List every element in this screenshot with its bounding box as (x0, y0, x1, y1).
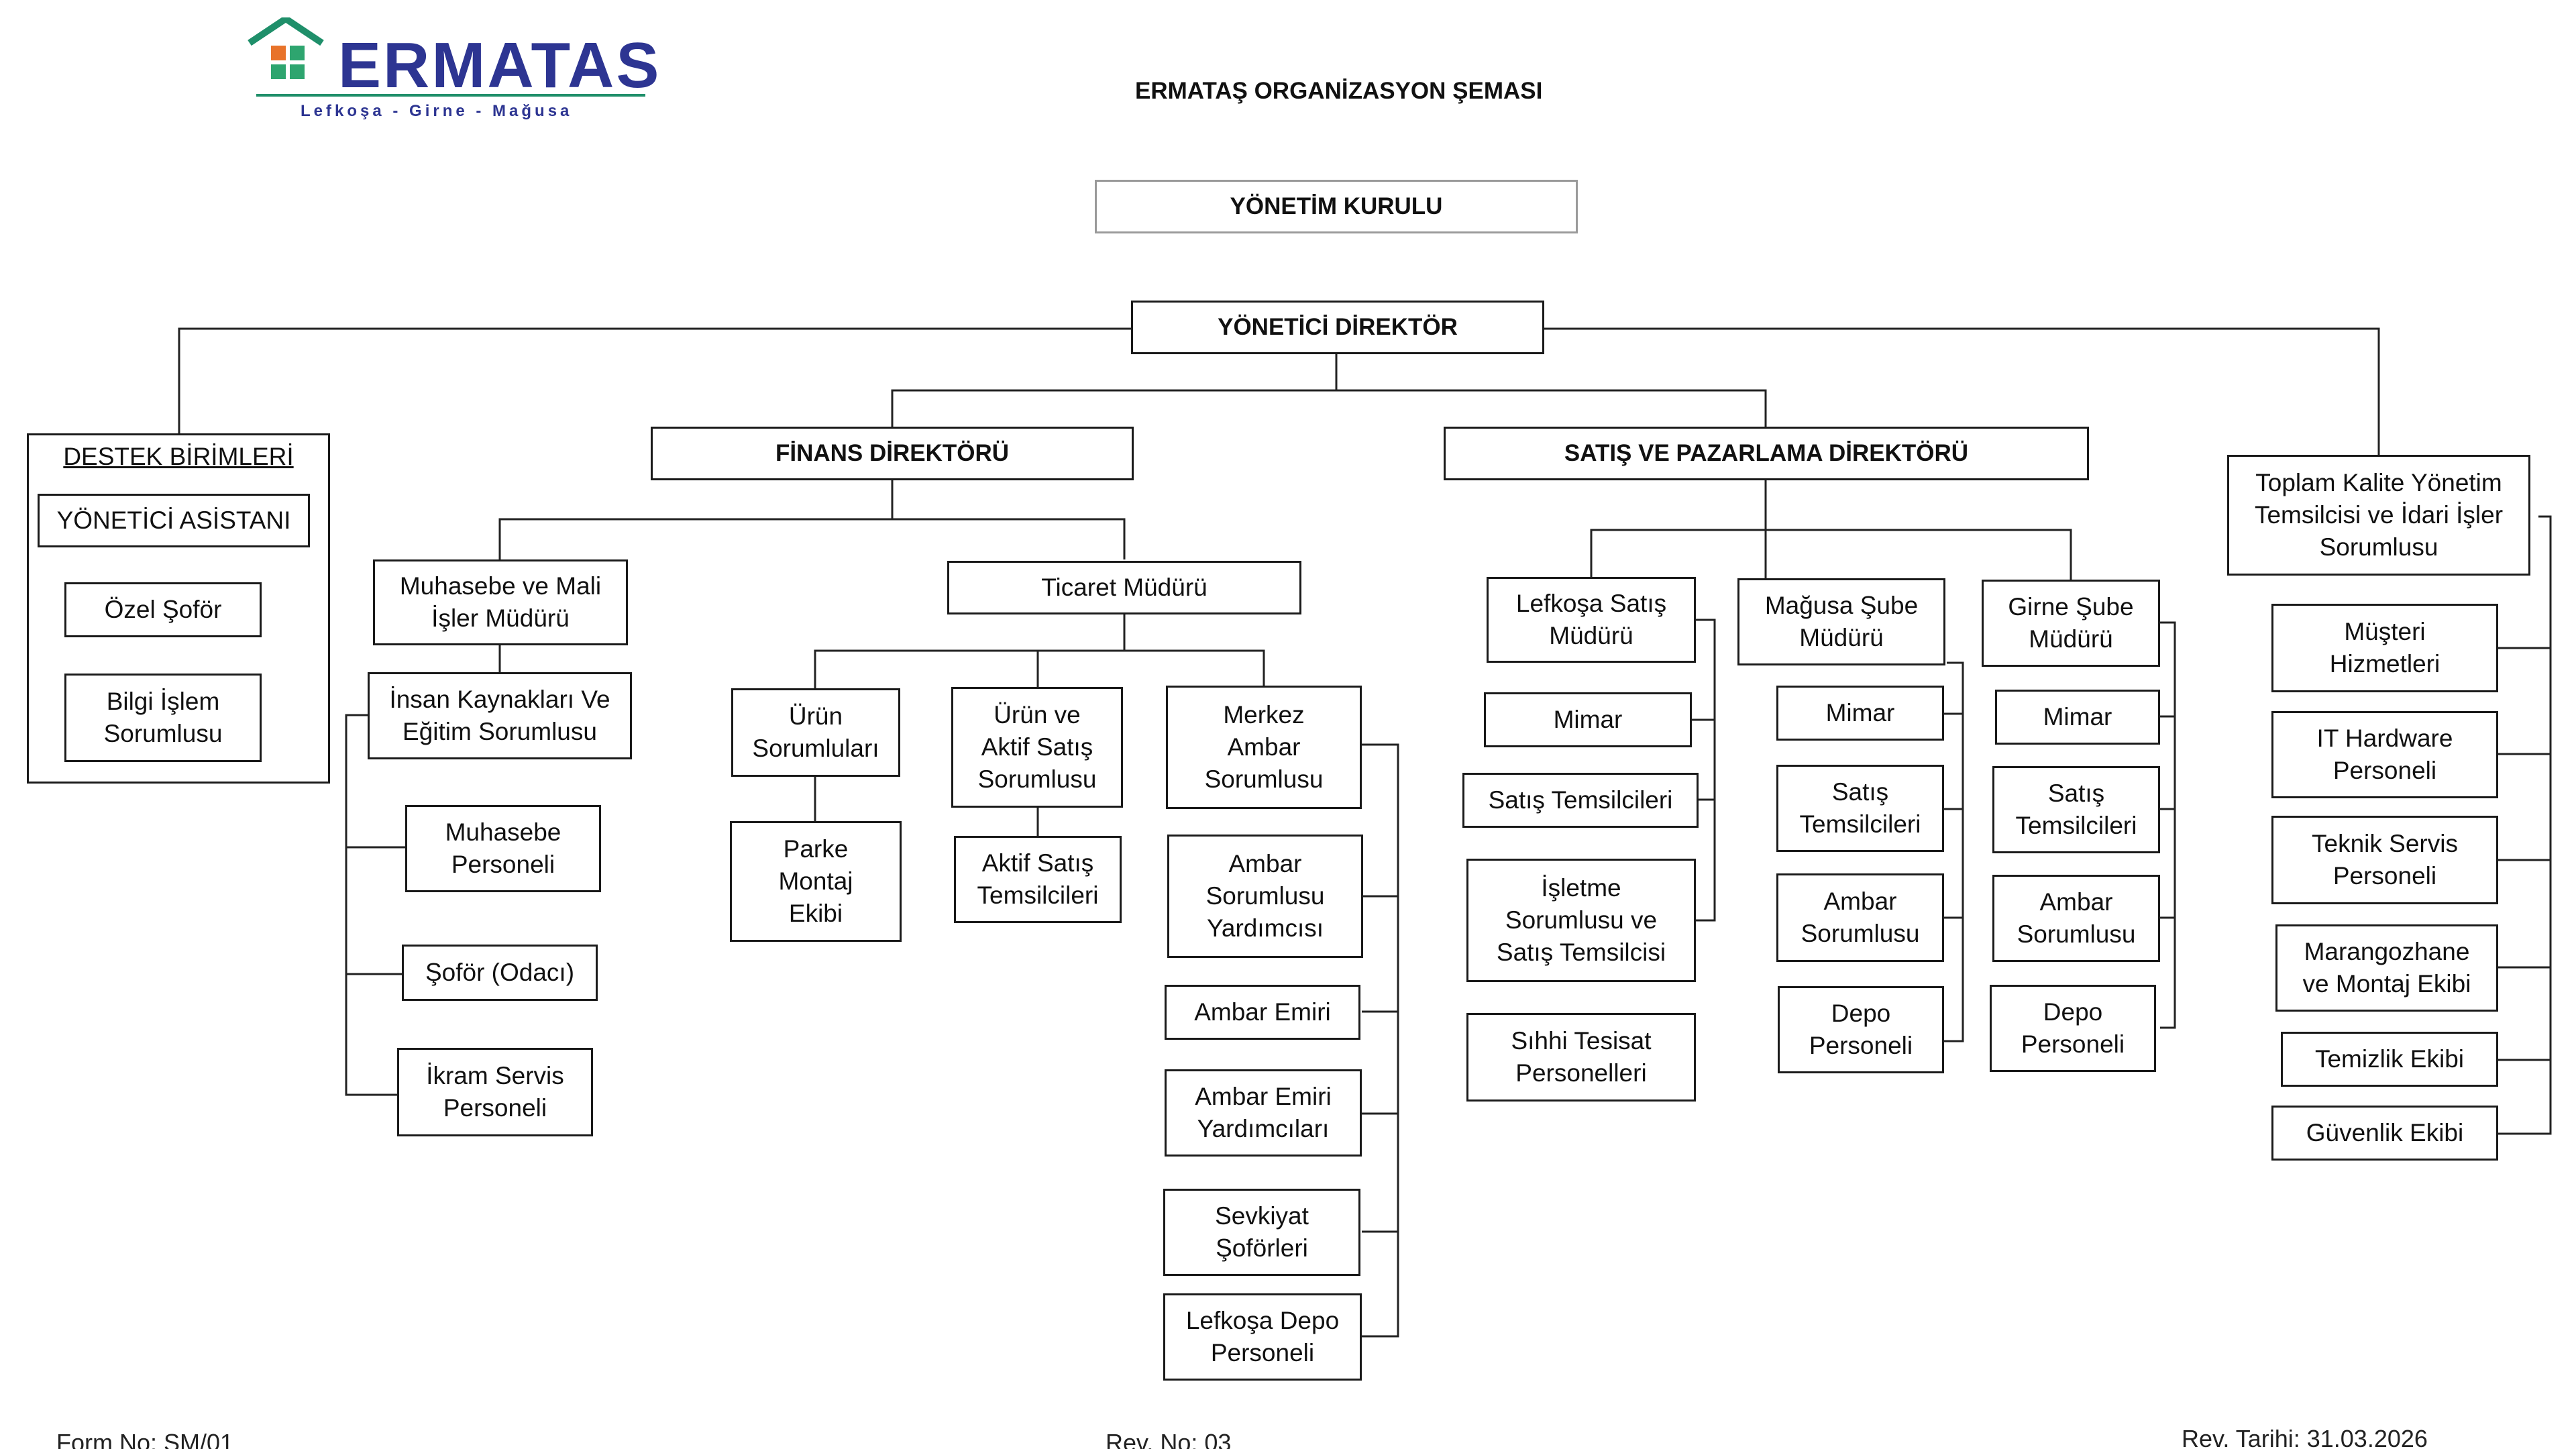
magusa-branch-manager-box: Mağusa Şube Müdürü (1737, 578, 1945, 665)
magusa-depot-staff-box: Depo Personeli (1778, 986, 1944, 1073)
private-driver-box: Özel Şoför (64, 582, 262, 637)
support-units-frame (27, 433, 330, 784)
board-of-directors-box: YÖNETİM KURULU (1095, 180, 1578, 233)
product-responsibles-box: Ürün Sorumluları (731, 688, 900, 777)
central-warehouse-box: Merkez Ambar Sorumlusu (1166, 686, 1362, 809)
managing-director-box: YÖNETİCİ DİREKTÖR (1131, 301, 1544, 354)
hr-training-box: İnsan Kaynakları Ve Eğitim Sorumlusu (368, 672, 632, 759)
finance-director-box: FİNANS DİREKTÖRÜ (651, 427, 1134, 480)
lefkosa-sales-manager-box: Lefkoşa Satış Müdürü (1487, 577, 1696, 663)
warehouse-clerk-assistants-box: Ambar Emiri Yardımcıları (1165, 1069, 1362, 1157)
warehouse-clerk-box: Ambar Emiri (1165, 985, 1360, 1040)
accounting-staff-box: Muhasebe Personeli (405, 805, 601, 892)
lefkosa-architect-box: Mimar (1484, 692, 1692, 747)
warehouse-assistant-box: Ambar Sorumlusu Yardımcısı (1167, 835, 1363, 958)
quality-admin-box: Toplam Kalite Yönetim Temsilcisi ve İdar… (2227, 455, 2530, 576)
logo-brand-text: ERMATAS (338, 30, 661, 101)
catering-staff-box: İkram Servis Personeli (397, 1048, 593, 1136)
it-hardware-staff-box: IT Hardware Personeli (2271, 711, 2498, 798)
shipping-drivers-box: Sevkiyat Şoförleri (1163, 1189, 1360, 1276)
driver-office-box: Şoför (Odacı) (402, 945, 598, 1001)
magusa-architect-box: Mimar (1776, 686, 1944, 741)
chart-title: ERMATAŞ ORGANİZASYON ŞEMASI (1135, 78, 1543, 104)
cleaning-team-box: Temizlik Ekibi (2281, 1032, 2498, 1087)
technical-service-box: Teknik Servis Personeli (2271, 816, 2498, 904)
accounting-manager-box: Muhasebe ve Mali İşler Müdürü (373, 559, 628, 645)
product-sales-responsible-box: Ürün ve Aktif Satış Sorumlusu (951, 687, 1123, 808)
lefkosa-sales-reps-box: Satış Temsilcileri (1462, 773, 1699, 828)
trade-manager-box: Ticaret Müdürü (947, 561, 1301, 614)
girne-depot-staff-box: Depo Personeli (1990, 985, 2156, 1072)
security-team-box: Güvenlik Ekibi (2271, 1106, 2498, 1161)
girne-sales-reps-box: Satış Temsilcileri (1992, 766, 2160, 853)
active-sales-reps-box: Aktif Satış Temsilcileri (954, 836, 1122, 923)
carpentry-assembly-box: Marangozhane ve Montaj Ekibi (2275, 924, 2498, 1012)
ermatas-logo (248, 17, 645, 97)
sales-marketing-director-box: SATIŞ VE PAZARLAMA DİREKTÖRÜ (1444, 427, 2089, 480)
logo-tagline: Lefkoşa - Girne - Mağusa (301, 102, 573, 120)
it-responsible-box: Bilgi İşlem Sorumlusu (64, 674, 262, 762)
executive-assistant-box: YÖNETİCİ ASİSTANI (38, 494, 310, 547)
girne-warehouse-box: Ambar Sorumlusu (1992, 875, 2160, 962)
form-number: Form No: ŞM/01 (56, 1429, 234, 1449)
magusa-warehouse-box: Ambar Sorumlusu (1776, 873, 1944, 962)
lefkosa-depot-staff-box: Lefkoşa Depo Personeli (1163, 1293, 1362, 1381)
parquet-team-box: Parke Montaj Ekibi (730, 821, 902, 942)
magusa-sales-reps-box: Satış Temsilcileri (1776, 765, 1944, 852)
customer-service-box: Müşteri Hizmetleri (2271, 604, 2498, 692)
girne-branch-manager-box: Girne Şube Müdürü (1982, 580, 2160, 667)
support-units-title: DESTEK BİRİMLERİ (63, 443, 294, 470)
plumbing-staff-box: Sıhhi Tesisat Personelleri (1466, 1013, 1696, 1102)
girne-architect-box: Mimar (1995, 690, 2160, 745)
revision-date: Rev. Tarihi: 31.03.2026 (2182, 1425, 2428, 1449)
revision-number: Rev. No: 03 (1106, 1429, 1232, 1449)
lefkosa-operations-box: İşletme Sorumlusu ve Satış Temsilcisi (1466, 859, 1696, 982)
